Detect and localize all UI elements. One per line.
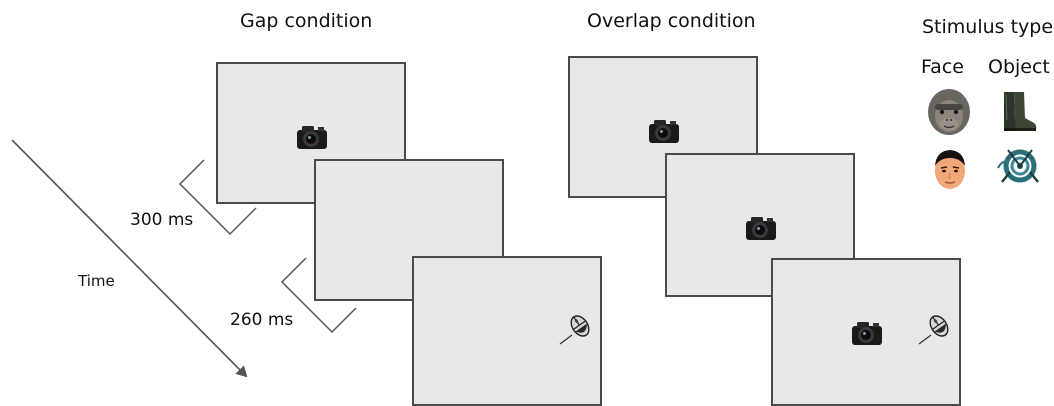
duration-300ms: 300 ms: [130, 210, 194, 230]
face-column-label: Face: [921, 56, 964, 78]
hose-reel-icon: [997, 149, 1039, 183]
camera-icon: [649, 120, 679, 143]
gap-screen-3: [412, 256, 602, 406]
diagram-lines: [11, 139, 357, 378]
human-face-icon: [935, 150, 965, 189]
camera-icon: [746, 217, 776, 240]
overlap-screen-3: [771, 258, 961, 406]
mouse-icon: [559, 315, 590, 345]
bracket-260ms: [280, 257, 357, 334]
camera-icon: [297, 126, 327, 149]
camera-icon: [852, 322, 882, 345]
stimulus-type-title: Stimulus type: [922, 16, 1054, 38]
gap-condition-title: Gap condition: [240, 10, 373, 32]
time-arrow: [11, 139, 248, 378]
chimpanzee-face-icon: [928, 89, 970, 135]
rubber-boots-icon: [1004, 92, 1037, 131]
bracket-300ms: [178, 159, 257, 236]
object-column-label: Object: [988, 56, 1050, 78]
mouse-icon: [918, 315, 949, 345]
overlap-condition-title: Overlap condition: [587, 10, 756, 32]
time-label: Time: [78, 272, 115, 290]
duration-260ms: 260 ms: [230, 310, 294, 330]
